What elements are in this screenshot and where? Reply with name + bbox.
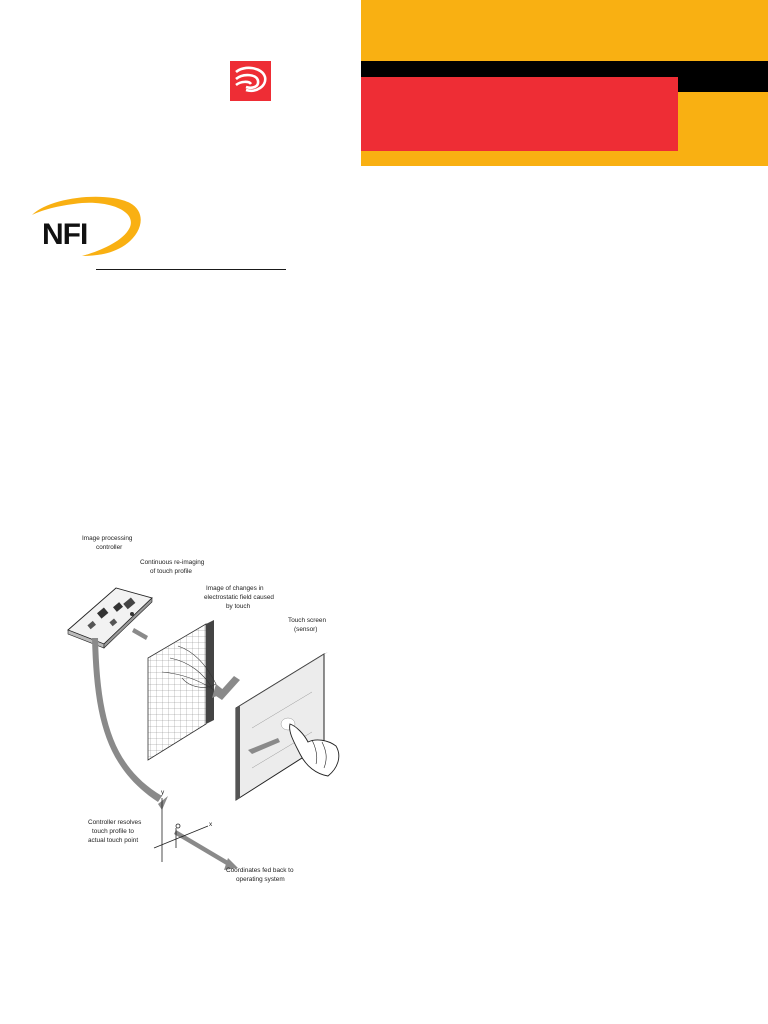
label-coords-line-1: Coordinates fed back to bbox=[226, 867, 294, 874]
label-image-line-3: by touch bbox=[226, 603, 251, 610]
axis-y-label: y bbox=[161, 789, 165, 796]
diagram-labels: Image processing controller Continuous r… bbox=[82, 535, 326, 883]
touch-screen-diagram: y x Image processing controller Continuo… bbox=[67, 535, 340, 883]
label-screen-line-1: Touch screen bbox=[288, 617, 326, 624]
coordinate-axes bbox=[153, 798, 209, 862]
electrostatic-image-panel bbox=[147, 620, 217, 761]
label-controller-line-2: controller bbox=[96, 544, 123, 551]
label-reimaging-line-2: of touch profile bbox=[150, 568, 192, 575]
swirl-arc-3 bbox=[235, 80, 253, 87]
arrow-to-operating-system bbox=[174, 830, 230, 866]
arrow-board-to-panel bbox=[132, 628, 148, 640]
hand-icon bbox=[289, 723, 340, 777]
label-reimaging-line-1: Continuous re-imaging bbox=[140, 559, 205, 566]
x-axis-line bbox=[153, 825, 209, 849]
label-resolve-line-1: Controller resolves bbox=[88, 819, 141, 826]
touch-screen-sensor bbox=[235, 652, 328, 801]
swirl-arc-2 bbox=[235, 73, 260, 90]
label-resolve-line-2: touch profile to bbox=[92, 828, 134, 835]
arrow-head-left bbox=[212, 684, 226, 698]
header-red-box bbox=[361, 77, 678, 151]
nfi-logo: NFI bbox=[32, 196, 141, 256]
axis-x-label: x bbox=[209, 821, 213, 828]
label-coords-line-2: operating system bbox=[236, 876, 285, 883]
label-image-line-1: Image of changes in bbox=[206, 585, 264, 592]
flow-arrows bbox=[92, 628, 280, 870]
controller-board bbox=[67, 587, 153, 649]
swirl-arc-1 bbox=[235, 66, 267, 92]
nfi-logo-text: NFI bbox=[42, 218, 87, 251]
label-resolve-line-3: actual touch point bbox=[88, 837, 138, 844]
swirl-logo-icon bbox=[230, 61, 271, 101]
label-screen-line-2: (sensor) bbox=[294, 626, 317, 633]
arrow-head-right bbox=[224, 858, 238, 870]
logo-divider bbox=[96, 269, 286, 270]
arrow-board-to-coordinates bbox=[92, 638, 162, 802]
label-image-line-2: electrostatic field caused bbox=[204, 594, 274, 601]
arrow-head-down bbox=[158, 796, 168, 810]
touch-point-marker bbox=[175, 823, 181, 829]
label-controller-line-1: Image processing bbox=[82, 535, 133, 542]
arrow-panel-to-screen bbox=[248, 738, 280, 754]
arrow-screen-to-panel bbox=[216, 676, 240, 700]
